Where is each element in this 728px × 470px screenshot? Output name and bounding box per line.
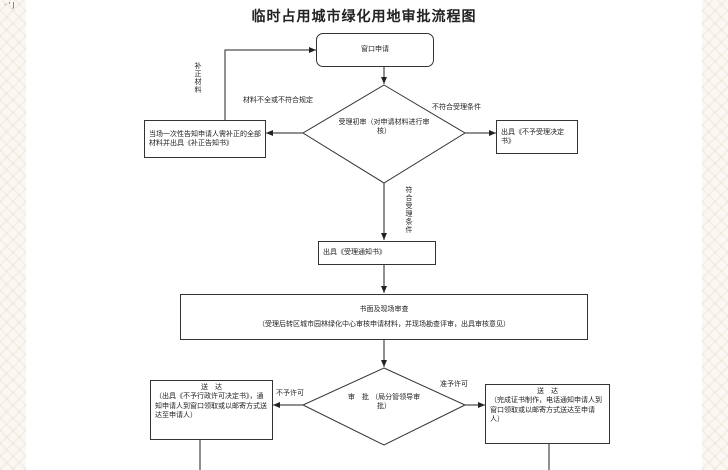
deny-desc: （出具《不予行政许可决定书》，通知申请人到窗口领取或以邮寄方式送达至申请人） bbox=[155, 392, 267, 420]
decision-diamond-approval bbox=[301, 367, 467, 446]
node-accept-review: 受理初审（对申请材料进行审核） bbox=[338, 118, 430, 136]
decorative-border-right bbox=[702, 0, 728, 470]
node-window-apply: 窗口申请 bbox=[316, 33, 434, 67]
approval-title: 审 批 bbox=[347, 393, 369, 401]
site-review-desc: （受理后转区城市园林绿化中心审核申请材料，并现场勘查评审，出具审核意见） bbox=[258, 319, 510, 328]
edge-label-supplement: 补正材料 bbox=[194, 62, 202, 94]
page-title: 临时占用城市绿化用地审批流程图 bbox=[251, 9, 477, 25]
connector-supplement-to-apply bbox=[224, 47, 316, 120]
edge-label-incomplete: 材料不全或不符合规定 bbox=[243, 96, 313, 104]
node-deny-delivery: 送 达 （出具《不予行政许可决定书》，通知申请人到窗口领取或以邮寄方式送达至申请… bbox=[150, 380, 273, 440]
node-site-review: 书面及现场审查 （受理后转区城市园林绿化中心审核申请材料，并现场勘查评审，出具审… bbox=[180, 294, 588, 340]
corner-mark: · ' J bbox=[4, 1, 15, 9]
approval-desc: （局分管领导审批） bbox=[371, 393, 421, 411]
node-reject-notice: 出具《不予受理决定书》 bbox=[496, 120, 578, 154]
edge-label-not-meet: 不符合受理条件 bbox=[432, 103, 481, 111]
decorative-border-left bbox=[0, 0, 26, 470]
node-grant-delivery: 送 达 （完成证书制作，电话通知申请人到窗口领取或以邮寄方式送达至申请人） bbox=[485, 384, 610, 444]
node-approval: 审 批 （局分管领导审批） bbox=[344, 393, 424, 412]
grant-desc: （完成证书制作，电话通知申请人到窗口领取或以邮寄方式送达至申请人） bbox=[490, 396, 602, 424]
node-supplement-notice: 当场一次性告知申请人需补正的全部材料并出具《补正告知书》 bbox=[144, 120, 266, 158]
site-review-title: 书面及现场审查 bbox=[359, 305, 409, 314]
deny-title: 送 达 bbox=[201, 383, 222, 391]
edge-label-meets: 符合受理条件 bbox=[405, 186, 413, 234]
edge-label-not-permit: 不予许可 bbox=[276, 389, 304, 397]
edge-label-permit: 准予许可 bbox=[440, 380, 468, 388]
node-accept-notice: 出具《受理通知书》 bbox=[318, 241, 436, 265]
grant-title: 送 达 bbox=[537, 387, 558, 395]
